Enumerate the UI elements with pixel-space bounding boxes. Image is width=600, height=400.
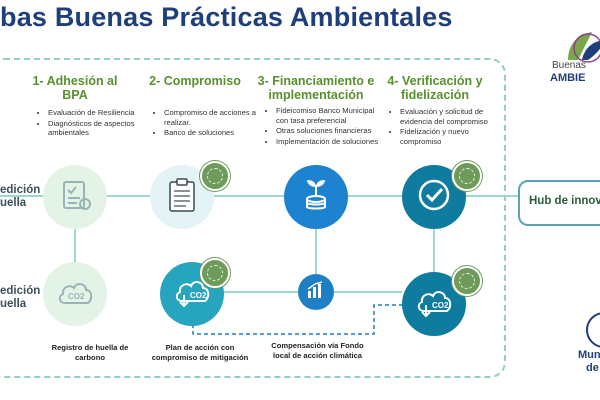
list-item: Implementación de soluciones [276, 137, 388, 147]
co2-cloud-icon: CO2 [172, 275, 212, 314]
hub-box: Hub de innova [518, 180, 600, 226]
verified-badge-icon [452, 161, 482, 191]
co2-label: CO2 [432, 301, 449, 310]
checklist-icon [58, 178, 92, 217]
municipality-line1: Muni [578, 349, 600, 361]
compensacion-node [298, 274, 334, 310]
column-header-4: 4- Verificación y fidelización [387, 74, 483, 102]
verified-badge-icon [452, 266, 482, 296]
huella-node: CO2 [43, 262, 107, 326]
co2-cloud-icon: CO2 [414, 285, 454, 324]
bpa-logo [548, 26, 600, 86]
column-3-items: Fideicomiso Banco Municipal con tasa pre… [264, 106, 388, 147]
plant-coins-icon [299, 177, 333, 218]
column-2-items: Compromiso de acciones a realizar. Banco… [152, 108, 259, 139]
logo-emblem-icon [568, 32, 600, 63]
check-icon [417, 178, 451, 217]
adhesion-node [43, 165, 107, 229]
hub-label: Hub de innova [529, 195, 600, 207]
list-item: Otras soluciones financieras [276, 126, 388, 136]
logo-text-bottom: AMBIE [550, 72, 586, 84]
list-item: Diagnósticos de aspectos ambientales [48, 119, 138, 138]
logo-text-top: Buenas [552, 60, 586, 71]
row-label-top-text: edición uella [0, 184, 41, 209]
column-1-items: Evaluación de Resiliencia Diagnósticos d… [36, 108, 138, 139]
column-header-2: 2- Compromiso [149, 74, 241, 88]
column-header-3: 3- Financiamiento e implementación [257, 74, 375, 102]
column-4-items: Evaluación y solicitud de evidencia del … [388, 107, 510, 147]
verified-badge-icon [200, 258, 230, 288]
co2-label: CO2 [190, 291, 207, 300]
caption-compensacion: Compensación vía Fondo local de acción c… [271, 341, 364, 360]
municipality-line2: de [586, 362, 599, 374]
list-item: Compromiso de acciones a realizar. [164, 108, 259, 127]
co2-cloud-icon: CO2 [56, 277, 94, 312]
row-label-top: edición uella [0, 184, 40, 210]
list-item: Evaluación de Resiliencia [48, 108, 138, 118]
bar-chart-icon [306, 280, 326, 304]
list-item: Banco de soluciones [164, 128, 259, 138]
co2-label: CO2 [68, 292, 85, 301]
plan-accion-node: CO2 [160, 262, 224, 326]
dashed-return-path [192, 304, 404, 335]
list-item: Fideicomiso Banco Municipal con tasa pre… [276, 106, 388, 125]
column-header-1: 1- Adhesión al BPA [32, 74, 118, 102]
verified-badge-icon [200, 161, 230, 191]
process-frame [0, 58, 506, 378]
caption-huella: Registro de huella de carbono [51, 343, 129, 362]
page-title: bas Buenas Prácticas Ambientales [0, 2, 453, 32]
municipality-name: Muni de [578, 349, 600, 375]
caption-plan: Plan de acción con compromiso de mitigac… [151, 343, 249, 362]
financiamiento-node [284, 165, 348, 229]
clipboard-icon [166, 177, 198, 218]
list-item: Evaluación y solicitud de evidencia del … [400, 107, 510, 126]
list-item: Fidelización y nuevo compromiso [400, 127, 510, 146]
